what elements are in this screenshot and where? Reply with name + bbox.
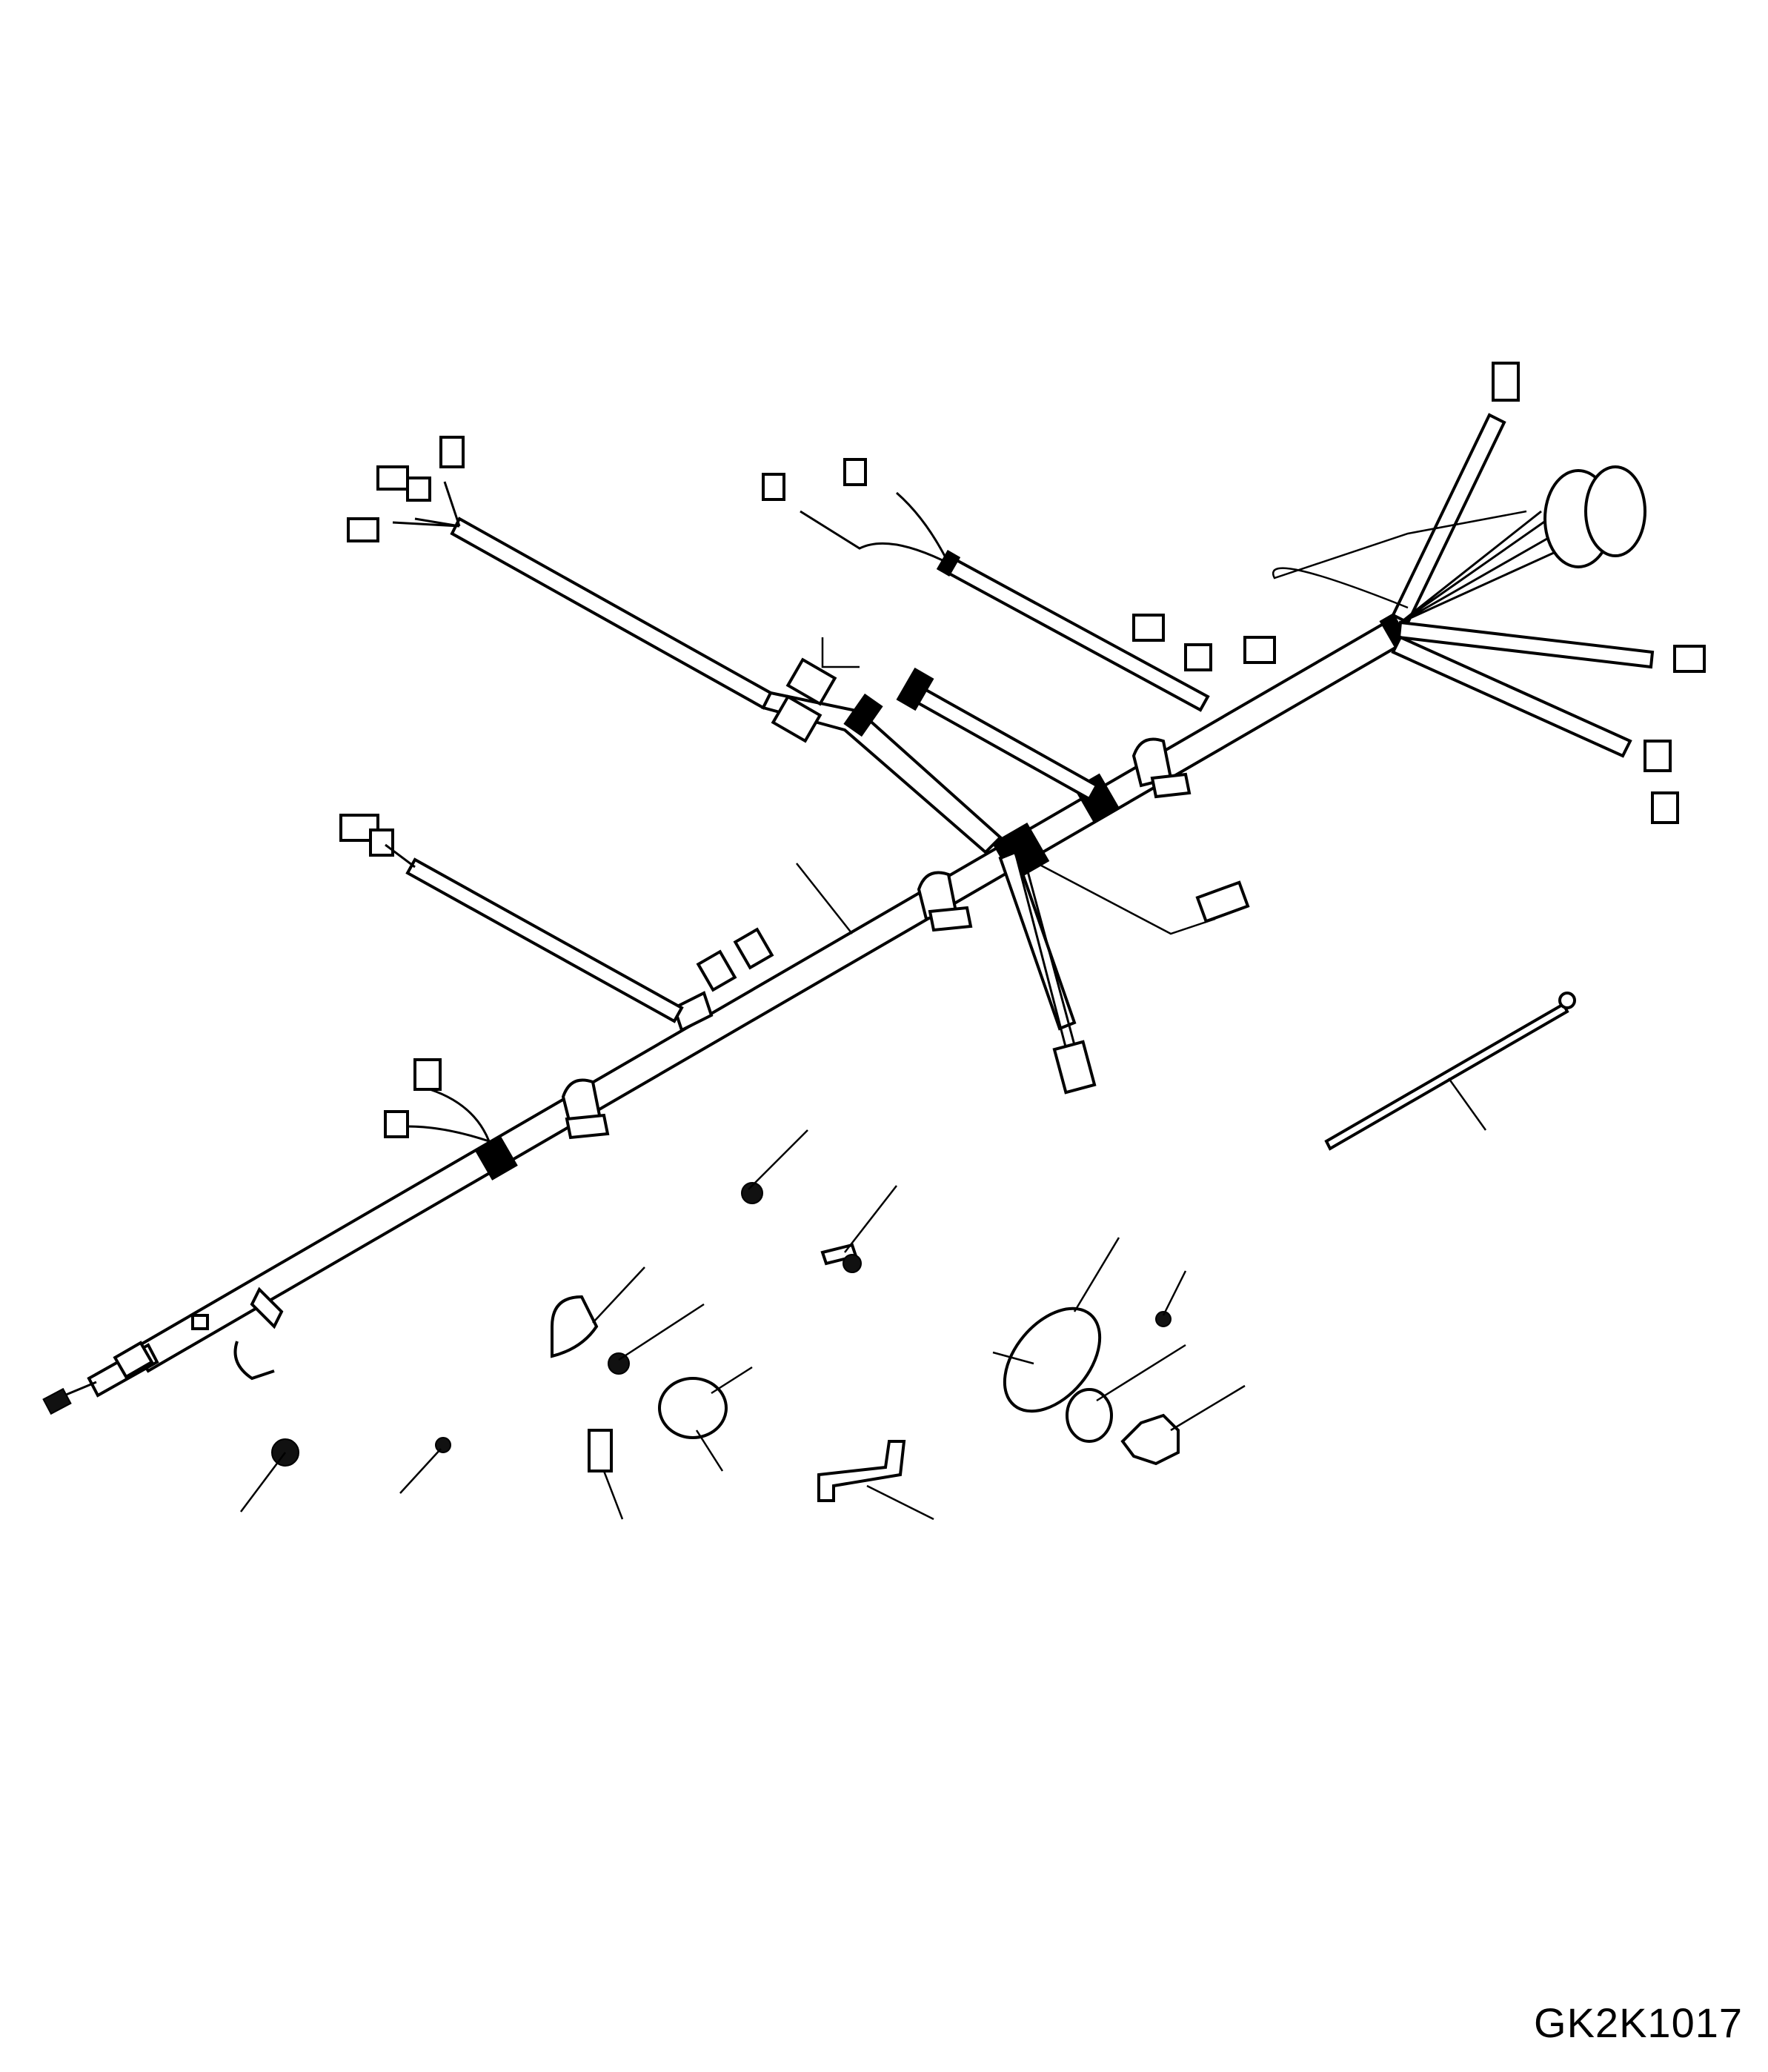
cable-tie: [1324, 992, 1576, 1151]
drawing-code: GK2K1017: [1534, 1999, 1743, 2046]
upper-left-branch: [347, 436, 1003, 854]
callout-leaders: [240, 863, 1487, 1521]
right-end-branches: [1272, 362, 1706, 824]
main-harness-trunk: [42, 620, 1403, 1415]
lower-left-branch: [339, 814, 774, 1143]
left-end-details: [113, 1286, 284, 1381]
lower-middle-branch: [998, 850, 1250, 1095]
trunk-clamps: [561, 737, 1192, 1140]
loose-parts: [271, 1182, 1180, 1502]
middle-upper-branch: [762, 458, 1276, 801]
